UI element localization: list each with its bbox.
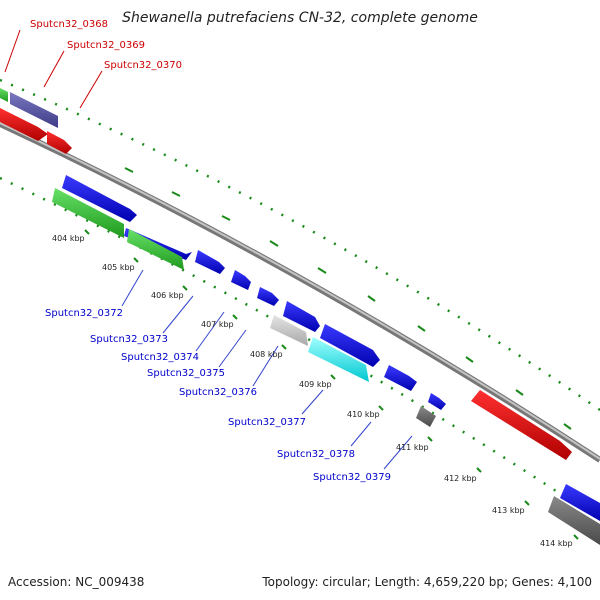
leader-line (43, 50, 65, 88)
minor-tick (232, 314, 238, 320)
gene-sputcn32-0372[interactable] (52, 188, 124, 238)
tick-label: 404 kbp (52, 234, 85, 243)
label-leader-lines (4, 29, 413, 470)
accession-text: Accession: NC_009438 (8, 575, 144, 589)
gene-label-sputcn32-0370[interactable]: Sputcn32_0370 (104, 60, 182, 71)
minor-tick (427, 436, 433, 442)
tick-label: 408 kbp (250, 350, 283, 359)
gene-blue-5[interactable] (257, 287, 279, 306)
minor-tick (378, 405, 384, 411)
leader-line (218, 329, 247, 368)
gene-red-large[interactable] (471, 390, 572, 460)
major-tick (317, 267, 327, 274)
dotted-track-inner (0, 176, 600, 540)
tick-label: 406 kbp (151, 291, 184, 300)
gene-blue-1[interactable] (62, 175, 137, 222)
gene-features (0, 88, 600, 545)
tick-label: 412 kbp (444, 474, 477, 483)
leader-line (195, 311, 225, 352)
major-tick (563, 423, 572, 430)
gene-blue-7[interactable] (320, 324, 380, 367)
minor-tick (182, 285, 188, 291)
dotted-track-line (0, 176, 600, 522)
forward-gene-labels: Sputcn32_0368 Sputcn32_0369 Sputcn32_037… (30, 19, 182, 71)
gene-sputcn32-0373[interactable] (127, 229, 184, 270)
tick-label: 407 kbp (201, 320, 234, 329)
leader-line (4, 29, 21, 73)
gene-label-sputcn32-0373[interactable]: Sputcn32_0373 (90, 334, 168, 345)
map-title: Shewanella putrefaciens CN-32, complete … (122, 10, 478, 26)
gene-label-sputcn32-0376[interactable]: Sputcn32_0376 (179, 387, 257, 398)
reverse-gene-labels: Sputcn32_0372 Sputcn32_0373 Sputcn32_037… (45, 308, 391, 483)
gene-label-sputcn32-0372[interactable]: Sputcn32_0372 (45, 308, 123, 319)
leader-line (350, 421, 372, 447)
gene-green-edge[interactable] (0, 88, 8, 102)
genome-summary-text: Topology: circular; Length: 4,659,220 bp… (261, 575, 592, 589)
minor-tick (524, 500, 530, 506)
gene-label-sputcn32-0375[interactable]: Sputcn32_0375 (147, 368, 225, 379)
leader-line (162, 295, 194, 334)
minor-tick (330, 374, 336, 380)
genome-backbone-highlight (0, 122, 600, 460)
major-tick (171, 191, 181, 197)
major-tick (417, 325, 426, 332)
gene-dark-2[interactable] (548, 496, 600, 545)
major-tick (465, 356, 474, 363)
major-tick (515, 389, 524, 396)
major-tick (269, 240, 279, 247)
minor-tick (476, 467, 482, 473)
tick-label: 410 kbp (347, 410, 380, 419)
tick-label: 411 kbp (396, 443, 429, 452)
tick-label: 405 kbp (102, 263, 135, 272)
major-tick (367, 295, 376, 302)
dotted-track-line (0, 78, 600, 412)
gene-sputcn32-0375[interactable] (270, 315, 308, 346)
leader-line (301, 389, 324, 415)
tick-label: 409 kbp (299, 380, 332, 389)
gene-blue-10[interactable] (560, 484, 600, 521)
gene-label-sputcn32-0369[interactable]: Sputcn32_0369 (67, 40, 145, 51)
gene-blue-4[interactable] (231, 270, 251, 290)
gene-label-sputcn32-0368[interactable]: Sputcn32_0368 (30, 19, 108, 30)
gene-blue-8[interactable] (384, 365, 417, 391)
dotted-track-outer (0, 78, 600, 430)
leader-line (121, 269, 144, 307)
major-tick (221, 215, 231, 221)
gene-label-sputcn32-0374[interactable]: Sputcn32_0374 (121, 352, 199, 363)
minor-tick (281, 344, 287, 350)
gene-blue-6[interactable] (283, 301, 320, 332)
gene-label-sputcn32-0379[interactable]: Sputcn32_0379 (313, 472, 391, 483)
tick-label: 413 kbp (492, 506, 525, 515)
leader-line (79, 70, 103, 109)
gene-sputcn32-0379[interactable] (416, 406, 436, 427)
minor-tick (133, 257, 139, 263)
gene-sputcn32-0377[interactable] (308, 337, 369, 382)
gene-sputcn32-0370[interactable] (47, 131, 72, 154)
gene-label-sputcn32-0377[interactable]: Sputcn32_0377 (228, 417, 306, 428)
minor-tick (573, 534, 579, 540)
gene-sputcn32-0369[interactable] (10, 92, 58, 128)
gene-label-sputcn32-0378[interactable]: Sputcn32_0378 (277, 449, 355, 460)
leader-line (383, 435, 413, 470)
tick-label: 414 kbp (540, 539, 573, 548)
gene-blue-9[interactable] (428, 393, 446, 410)
gene-sputcn32-0368[interactable] (0, 108, 48, 141)
major-tick (124, 167, 134, 173)
minor-tick (84, 229, 90, 235)
leader-line (252, 345, 279, 387)
gene-blue-3[interactable] (195, 250, 225, 274)
tick-labels: 404 kbp 405 kbp 406 kbp 407 kbp 408 kbp … (52, 234, 573, 548)
